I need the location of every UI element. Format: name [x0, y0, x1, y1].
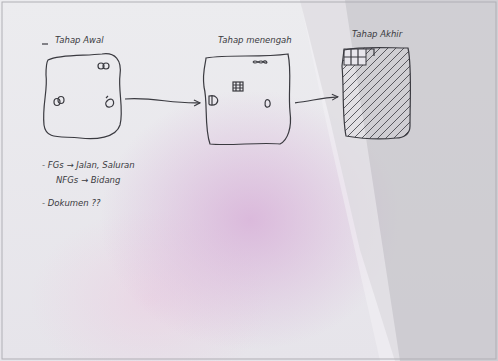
d-mark — [209, 96, 218, 106]
hatch-line — [242, 46, 342, 146]
hatch-line — [298, 46, 398, 146]
hatch-line — [290, 46, 390, 146]
hatch-line — [402, 46, 498, 146]
hatch-line — [354, 46, 454, 146]
loop-mark — [103, 63, 109, 69]
hatch-line — [418, 46, 498, 146]
stage-heading: Tahap Awal — [55, 35, 104, 45]
hatch-line — [426, 46, 498, 146]
loop-mark — [106, 96, 114, 107]
hatch-line — [378, 46, 478, 146]
stage-heading: Tahap Akhir — [352, 29, 402, 39]
hatching — [218, 46, 498, 146]
grid-mark — [233, 82, 243, 91]
hatch-line — [218, 46, 318, 146]
hatch-line — [282, 46, 382, 146]
bullet-dash — [42, 43, 48, 44]
blob-drawing — [338, 26, 414, 144]
hatch-line — [370, 46, 470, 146]
hatch-line — [362, 46, 462, 146]
blob-outline — [342, 48, 411, 139]
note-text: - Dokumen ?? — [42, 198, 100, 208]
blob-outline — [44, 54, 122, 139]
stage-arrow — [295, 97, 338, 103]
hatch-line — [330, 46, 430, 146]
blob-drawing — [200, 32, 295, 150]
hatch-line — [250, 46, 350, 146]
loop-mark — [54, 99, 60, 106]
stage-blob: Tahap Akhir — [338, 26, 414, 144]
hatch-line — [322, 46, 422, 146]
hatch-line — [314, 46, 414, 146]
infinity-mark — [253, 61, 267, 63]
hatch-line — [274, 46, 374, 146]
hatch-line — [386, 46, 486, 146]
stage-arrow — [125, 99, 200, 103]
light-stripe — [300, 0, 400, 361]
hatch-line — [306, 46, 406, 146]
small-mark — [265, 100, 270, 107]
hatch-line — [410, 46, 498, 146]
note-text: - FGs → Jalan, Saluran — [42, 160, 135, 170]
grid-mark — [233, 82, 243, 91]
hatch-line — [338, 46, 438, 146]
stage-heading: Tahap menengah — [218, 35, 292, 45]
stage-blob: Tahap Awal — [40, 30, 125, 145]
loop-mark — [58, 97, 64, 104]
blob-drawing — [40, 30, 125, 145]
hatch-line — [234, 46, 334, 146]
note-text: NFGs → Bidang — [56, 175, 120, 185]
shadow — [300, 0, 498, 361]
grid-mark — [344, 49, 374, 65]
hatch-line — [226, 46, 326, 146]
stage-blob: Tahap menengah — [200, 32, 295, 150]
blob-outline — [203, 54, 290, 145]
